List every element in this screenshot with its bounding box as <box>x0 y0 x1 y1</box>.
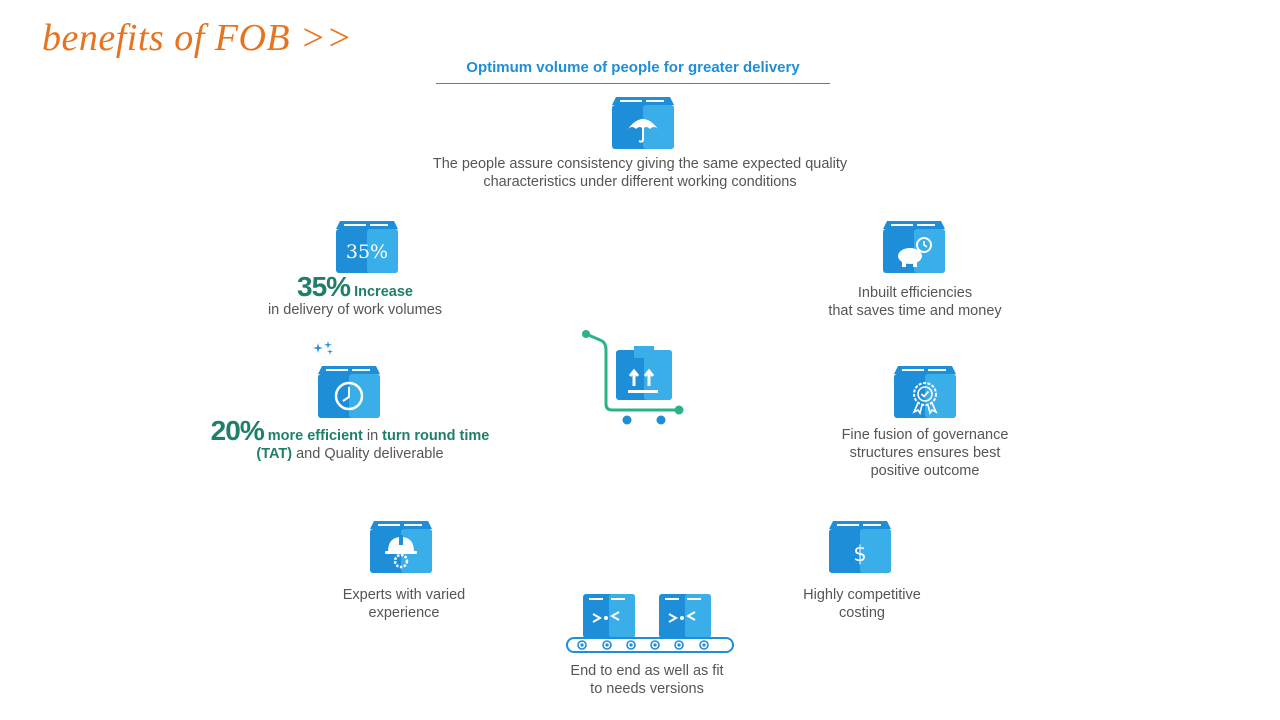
inbuilt-text: Inbuilt efficiencies that saves time and… <box>780 284 1050 320</box>
percent-box-icon: 35% <box>334 219 400 275</box>
dollar-box-icon: $ <box>827 519 893 575</box>
box-percent-label: 35% <box>346 241 388 263</box>
endtoend-text: End to end as well as fit to needs versi… <box>540 662 754 698</box>
experts-line-2: experience <box>368 605 440 621</box>
increase-desc: in delivery of work volumes <box>267 302 443 318</box>
increase-text: 35% Increase in delivery of work volumes <box>230 273 480 319</box>
costing-line-1: Highly competitive <box>803 587 921 603</box>
inbuilt-line-2: that saves time and money <box>828 303 1002 319</box>
efficiency-rest: and Quality deliverable <box>292 446 444 462</box>
efficiency-text: 20% more efficient in turn round time (T… <box>190 417 510 463</box>
award-box-icon <box>892 364 958 420</box>
hard-hat-box-icon <box>368 519 434 575</box>
page-title: benefits of FOB >> <box>42 17 353 59</box>
efficiency-bold-3: (TAT) <box>256 446 293 462</box>
efficiency-bold-1: more efficient <box>263 428 363 444</box>
endtoend-line-2: to needs versions <box>590 681 704 697</box>
governance-line-2: structures ensures best <box>849 445 1001 461</box>
costing-line-2: costing <box>839 605 885 621</box>
dollar-symbol: $ <box>853 542 866 566</box>
sparkle-icon <box>312 340 336 361</box>
governance-text: Fine fusion of governance structures ens… <box>800 426 1050 480</box>
inbuilt-line-1: Inbuilt efficiencies <box>857 285 973 301</box>
experts-text: Experts with varied experience <box>300 586 508 622</box>
efficiency-figure: 20% <box>210 415 265 446</box>
consistency-line-1: The people assure consistency giving the… <box>432 156 848 172</box>
clock-box-icon <box>316 364 382 420</box>
endtoend-line-1: End to end as well as fit <box>570 663 724 679</box>
increase-figure: 35% <box>297 271 351 302</box>
costing-text: Highly competitive costing <box>760 586 964 622</box>
efficiency-bold-2: turn round time <box>382 428 490 444</box>
conveyor-icon <box>565 592 735 659</box>
experts-line-1: Experts with varied <box>342 587 466 603</box>
cart-icon <box>578 328 688 433</box>
increase-word: Increase <box>350 284 413 300</box>
section-subtitle: Optimum volume of people for greater del… <box>436 59 830 84</box>
consistency-line-2: characteristics under different working … <box>483 174 797 190</box>
governance-line-3: positive outcome <box>870 463 980 479</box>
consistency-text: The people assure consistency giving the… <box>400 155 880 191</box>
umbrella-box-icon <box>610 95 676 151</box>
governance-line-1: Fine fusion of governance <box>841 427 1009 443</box>
piggy-bank-box-icon <box>881 219 947 275</box>
efficiency-mid: in <box>362 428 383 444</box>
